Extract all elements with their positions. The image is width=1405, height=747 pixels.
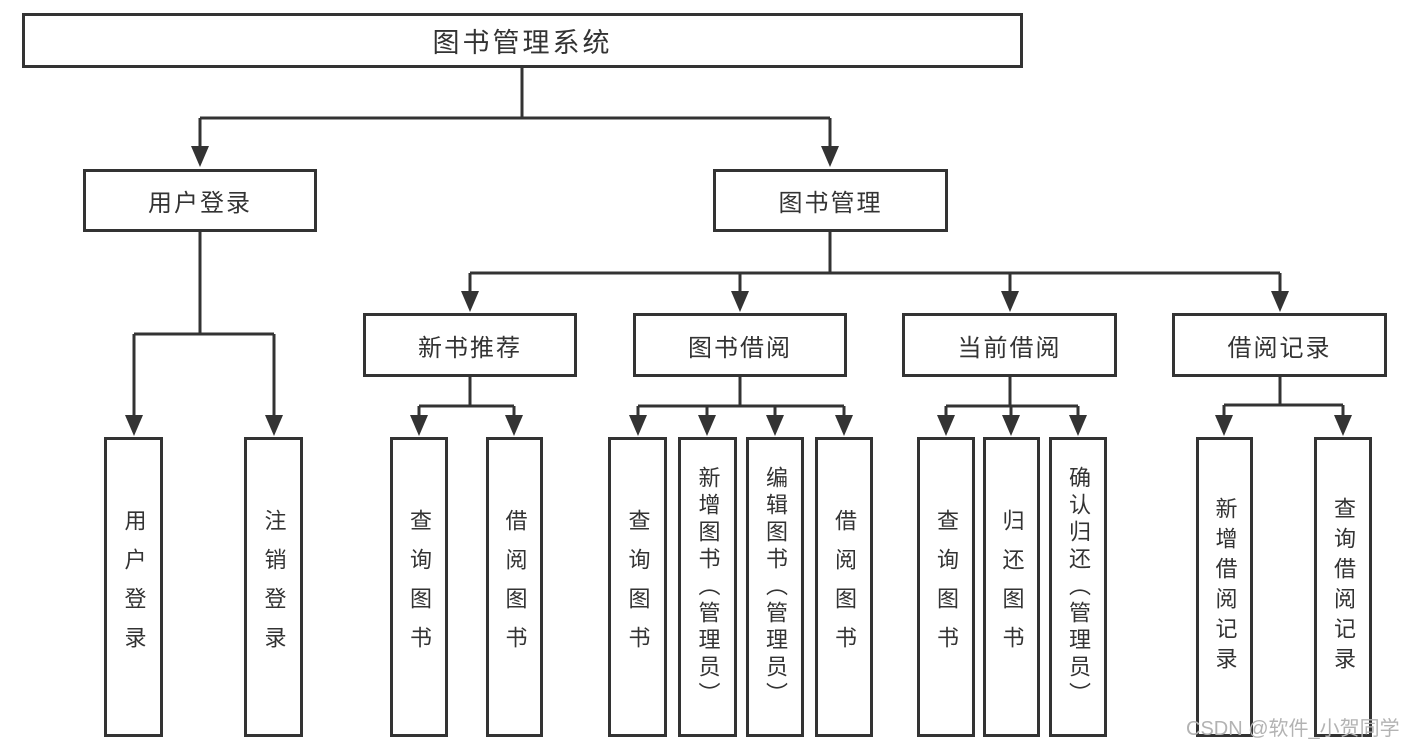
leaf-label: 新增借阅记录 (1212, 497, 1238, 677)
arrow-down-icon (629, 415, 647, 436)
leaf-edit-books-admin: 编辑图书（管理员） (746, 437, 804, 737)
leaf-add-borrow-record: 新增借阅记录 (1196, 437, 1253, 737)
arrow-down-icon (1271, 291, 1289, 312)
arrow-down-icon (835, 415, 853, 436)
arrowheads (125, 146, 1352, 436)
leaf-query-borrow-record: 查询借阅记录 (1314, 437, 1372, 737)
arrow-down-icon (1001, 291, 1019, 312)
node-user-login: 用户登录 (83, 169, 317, 232)
leaf-query-books-current: 查询图书 (917, 437, 975, 737)
connector-root-to-level2 (198, 68, 832, 150)
connector-book-mgmt-split (468, 232, 1282, 294)
leaf-label: 新增图书（管理员） (695, 465, 721, 709)
leaf-label: 查询图书 (625, 509, 651, 665)
arrow-down-icon (265, 415, 283, 436)
leaf-label: 编辑图书（管理员） (763, 465, 788, 709)
leaf-label: 查询图书 (407, 509, 432, 665)
node-label: 图书管理系统 (432, 28, 613, 58)
arrow-down-icon (937, 415, 955, 436)
leaf-query-books-borrow: 查询图书 (608, 437, 667, 737)
leaf-logout: 注销登录 (244, 437, 303, 737)
connector-book-borrow-split (636, 377, 846, 418)
node-label: 新书推荐 (418, 334, 522, 362)
leaf-label: 查询借阅记录 (1331, 497, 1356, 677)
node-current-borrow: 当前借阅 (902, 313, 1117, 377)
leaf-borrow-books: 借阅图书 (815, 437, 873, 737)
arrow-down-icon (698, 415, 716, 436)
leaf-label: 查询图书 (934, 509, 959, 665)
node-borrow-record: 借阅记录 (1172, 313, 1387, 377)
leaf-label: 注销登录 (261, 509, 287, 665)
arrow-down-icon (731, 291, 749, 312)
node-book-borrow: 图书借阅 (633, 313, 847, 377)
leaf-label: 确认归还（管理员） (1066, 465, 1091, 709)
arrow-down-icon (505, 415, 523, 436)
leaf-label: 借阅图书 (502, 509, 528, 665)
csdn-watermark: CSDN @软件_小贺同学 (1186, 718, 1400, 740)
node-label: 用户登录 (148, 190, 252, 217)
connector-current-borrow-split (944, 377, 1080, 418)
arrow-down-icon (1069, 415, 1087, 436)
node-book-management: 图书管理 (713, 169, 948, 232)
node-library-system: 图书管理系统 (22, 13, 1023, 68)
leaf-label: 归还图书 (999, 509, 1025, 665)
node-new-book-recommend: 新书推荐 (363, 313, 577, 377)
arrow-down-icon (1334, 415, 1352, 436)
arrow-down-icon (410, 415, 428, 436)
leaf-confirm-return-admin: 确认归还（管理员） (1049, 437, 1107, 737)
leaf-user-login: 用户登录 (104, 437, 163, 737)
arrow-down-icon (1215, 415, 1233, 436)
connector-borrow-record-split (1222, 377, 1345, 418)
node-label: 图书借阅 (688, 334, 792, 362)
arrow-down-icon (125, 415, 143, 436)
leaf-add-books-admin: 新增图书（管理员） (678, 437, 737, 737)
arrow-down-icon (1002, 415, 1020, 436)
node-label: 图书管理 (778, 190, 883, 217)
arrow-down-icon (461, 291, 479, 312)
arrow-down-icon (766, 415, 784, 436)
arrow-down-icon (191, 146, 209, 167)
leaf-label: 用户登录 (121, 509, 147, 665)
connector-new-book-split (417, 377, 516, 418)
leaf-label: 借阅图书 (832, 509, 857, 665)
leaf-return-books: 归还图书 (983, 437, 1040, 737)
node-label: 借阅记录 (1227, 334, 1332, 362)
leaf-query-books-recommend: 查询图书 (390, 437, 448, 737)
node-label: 当前借阅 (957, 334, 1062, 362)
connector-user-login-split (132, 232, 276, 418)
leaf-borrow-books-recommend: 借阅图书 (486, 437, 543, 737)
arrow-down-icon (821, 146, 839, 167)
